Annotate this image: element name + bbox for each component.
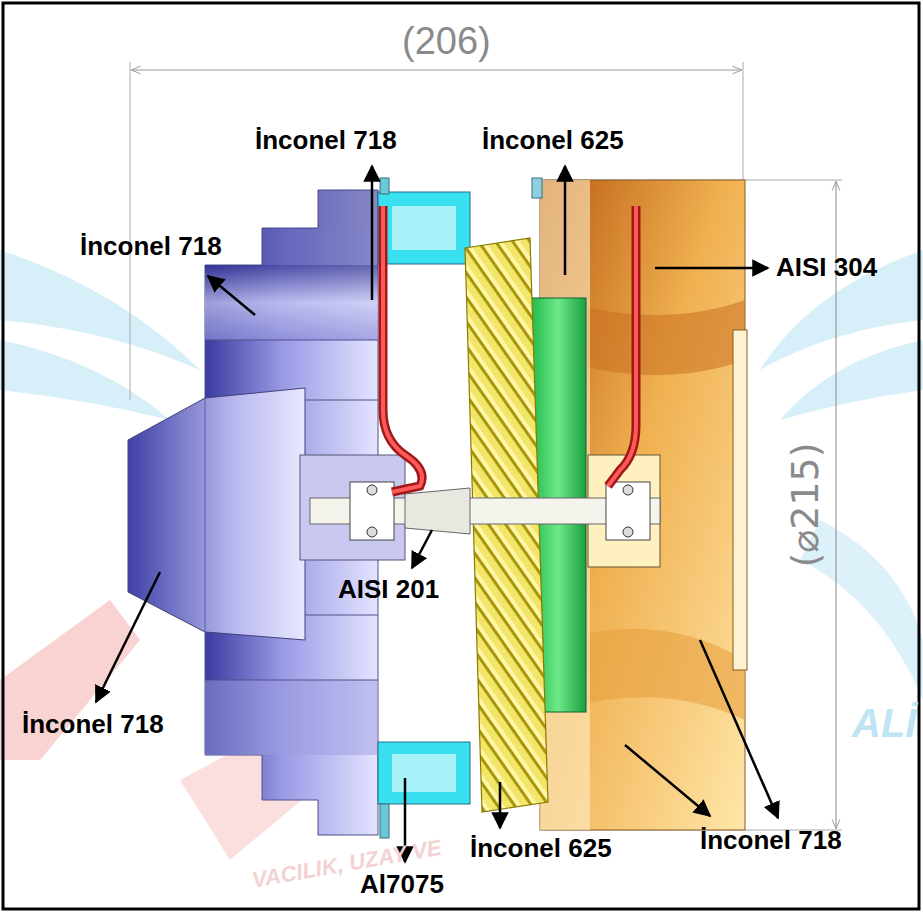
- shaft-taper: [405, 488, 470, 534]
- material-label: İnconel 625: [470, 834, 612, 864]
- leader-line: [208, 276, 255, 315]
- bearing-ball: [623, 485, 633, 495]
- bearing-ball: [367, 527, 377, 537]
- frame-border: [3, 3, 919, 909]
- material-label: İnconel 718: [80, 232, 222, 262]
- vane-edge: [205, 680, 378, 681]
- watermark-text: ALİ: [852, 700, 916, 746]
- stator-segment: [392, 754, 456, 792]
- material-label: AISI 201: [338, 575, 439, 605]
- bearing-ball: [623, 527, 633, 537]
- inlet-casing: [128, 190, 405, 835]
- vane-edge: [205, 340, 378, 341]
- guide-vane: [205, 680, 378, 755]
- exhaust-flange: [532, 178, 542, 198]
- stator-segment: [378, 742, 470, 804]
- cone-edge: [205, 398, 206, 632]
- oil-tubes: [383, 206, 636, 492]
- stator-flange: [380, 178, 389, 194]
- extension-line: [130, 62, 131, 400]
- watermark-art: [0, 250, 923, 860]
- guide-vane: [262, 228, 378, 265]
- bearing: [606, 482, 650, 540]
- leader-line: [96, 572, 160, 702]
- leader-line: [371, 166, 374, 300]
- stator-segment: [392, 206, 456, 250]
- shaft-assembly: [310, 482, 660, 540]
- leader-line: [625, 745, 710, 816]
- bearing: [350, 482, 394, 540]
- oil-tube: [383, 206, 422, 492]
- watermark-wing: [780, 340, 923, 420]
- leader-line: [412, 530, 432, 568]
- leader-lines: [96, 166, 778, 862]
- guide-vane: [318, 190, 378, 228]
- leader-line: [655, 267, 768, 270]
- exhaust-flange: [733, 330, 747, 670]
- oil-tube: [608, 206, 636, 486]
- oil-tube: [608, 206, 636, 486]
- leader-line: [700, 640, 778, 818]
- material-label: İnconel 718: [255, 126, 397, 156]
- material-label: İnconel 718: [22, 710, 164, 740]
- nose-cone: [128, 388, 305, 640]
- guide-vane: [205, 265, 378, 340]
- oil-tube: [383, 206, 422, 492]
- leader-line: [564, 166, 567, 275]
- dimension-line: [132, 69, 741, 70]
- stator-flange: [380, 804, 389, 838]
- bearing-ball: [367, 485, 377, 495]
- material-label: İnconel 625: [482, 126, 624, 156]
- watermark-wing: [0, 340, 170, 420]
- extension-line: [743, 62, 744, 180]
- dimension-text: (206): [402, 20, 491, 64]
- leader-line: [499, 782, 502, 828]
- material-label: AISI 304: [776, 253, 877, 283]
- material-label: Al7075: [360, 870, 444, 900]
- material-label: İnconel 718: [700, 826, 842, 856]
- stator-segment: [378, 192, 470, 264]
- turbine-blades: [465, 238, 548, 812]
- dimension-text: (⌀215): [784, 442, 828, 567]
